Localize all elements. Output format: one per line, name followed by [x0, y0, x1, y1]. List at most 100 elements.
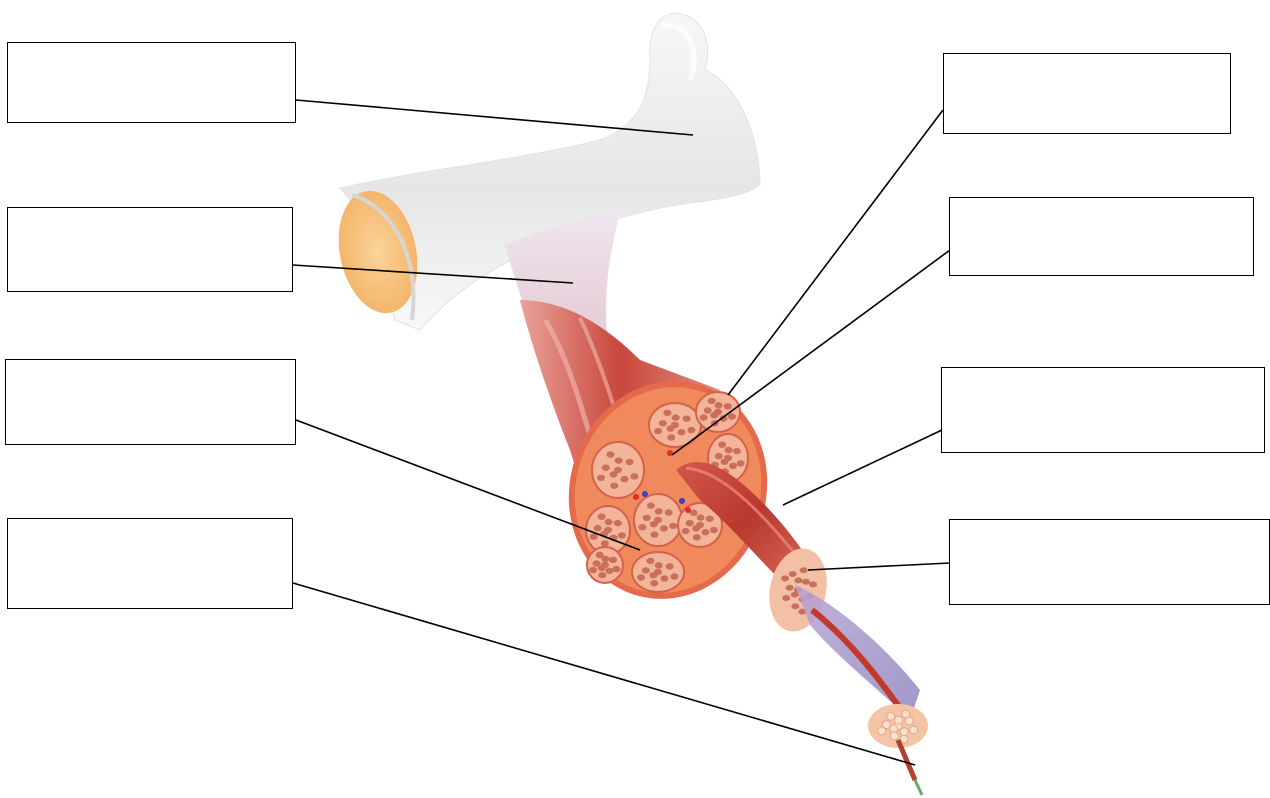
muscle-fiber-dot — [598, 572, 606, 578]
myofibril-dot — [902, 710, 910, 718]
muscle-fiber-dot — [718, 442, 726, 448]
muscle-fiber-dot — [612, 566, 620, 572]
muscle-fiber-dot — [597, 475, 605, 481]
myofibril-dot — [910, 726, 918, 734]
fiber-dot — [781, 575, 789, 581]
muscle-fiber-dot — [725, 447, 733, 453]
fiber-dot — [786, 585, 794, 591]
leader-line-muscle-fiber — [783, 430, 942, 505]
muscle-fiber-dot — [710, 527, 718, 533]
muscle-fiber-dot — [596, 552, 604, 558]
muscle-fiber-dot — [702, 529, 710, 535]
muscle-fiber-dot — [660, 525, 668, 531]
muscle-fiber-dot — [618, 532, 626, 538]
muscle-fiber-dot — [708, 398, 716, 404]
muscle-fiber-dot — [655, 508, 663, 514]
muscle-fiber-dot — [654, 428, 662, 434]
leader-line-perimysium — [808, 563, 950, 570]
muscle-fiber-dot — [686, 520, 694, 526]
myofibril-dot — [895, 716, 903, 724]
muscle-fiber-dot — [724, 403, 732, 409]
muscle-fiber-dot — [650, 572, 658, 578]
muscle-fiber-dot — [638, 524, 646, 530]
muscle-fiber-dot — [710, 412, 718, 418]
muscle-fiber-dot — [609, 557, 617, 563]
muscle-fiber-dot — [687, 427, 695, 433]
muscle-fiber-dot — [715, 402, 723, 408]
muscle-fiber-dot — [610, 471, 618, 477]
muscle-fiber-dot — [670, 573, 678, 579]
muscle-fiber-dot — [643, 515, 651, 521]
myofibril-dot — [900, 728, 908, 736]
fiber-dot — [791, 603, 799, 609]
muscle-fiber-dot — [672, 414, 680, 420]
muscle-fiber-dot — [606, 451, 614, 457]
fiber-dot — [782, 595, 790, 601]
label-box-fascicle[interactable] — [5, 359, 296, 445]
label-box-bone[interactable] — [7, 42, 296, 123]
muscle-fiber-dot — [682, 528, 690, 534]
muscle-fiber-dot — [637, 574, 645, 580]
muscle-fiber-dot — [650, 521, 658, 527]
label-box-epimysium[interactable] — [943, 53, 1231, 134]
muscle-fiber-dot — [692, 525, 700, 531]
muscle-fiber-dot — [605, 519, 613, 525]
muscle-fiber-dot — [733, 448, 741, 454]
muscle-fiber-dot — [683, 416, 691, 422]
muscle-fiber-dot — [594, 525, 602, 531]
muscle-fiber-dot — [661, 575, 669, 581]
fiber-dot — [789, 571, 797, 577]
muscle-fiber-dot — [598, 514, 606, 520]
muscle-fiber-dot — [646, 558, 654, 564]
label-box-tendon[interactable] — [7, 207, 293, 292]
muscle-fiber-dot — [615, 457, 623, 463]
muscle-fiber-dot — [669, 523, 677, 529]
muscle-fiber-dot — [593, 560, 601, 566]
label-box-muscle-fiber[interactable] — [941, 367, 1265, 453]
muscle-fiber-dot — [589, 567, 597, 573]
muscle-fiber-dot — [721, 459, 729, 465]
muscle-fiber-dot — [665, 509, 673, 515]
muscle-fiber-dot — [729, 463, 737, 469]
muscle-fiber-dot — [667, 434, 675, 440]
fiber-dot — [802, 579, 810, 585]
muscle-fiber-dot — [728, 413, 736, 419]
muscle-fiber-dot — [693, 534, 701, 540]
myofibril-dot — [878, 727, 886, 735]
muscle-fiber-dot — [655, 562, 663, 568]
label-box-blood-vessels[interactable] — [949, 197, 1254, 276]
muscle-fiber-dot — [642, 567, 650, 573]
muscle-fiber-dot — [590, 534, 598, 540]
muscle-fiber-dot — [630, 473, 638, 479]
myofibril — [898, 740, 922, 795]
muscle-fiber-dot — [659, 420, 667, 426]
label-box-perimysium[interactable] — [949, 519, 1270, 605]
muscle-fiber-dot — [667, 425, 675, 431]
muscle-fiber-dot — [700, 414, 708, 420]
muscle-fiber-dot — [650, 580, 658, 586]
muscle-fiber-dot — [621, 476, 629, 482]
muscle-fiber-dot — [678, 429, 686, 435]
muscle-fiber-dot — [666, 563, 674, 569]
fiber-dot — [795, 577, 803, 583]
fiber-dot — [791, 592, 799, 598]
muscle-fiber-dot — [737, 460, 745, 466]
muscle-fiber-dot — [606, 568, 614, 574]
fiber-dot — [800, 567, 808, 573]
muscle-fiber-dot — [715, 453, 723, 459]
muscle-fiber-dot — [706, 516, 714, 522]
muscle-fiber-dot — [697, 514, 705, 520]
muscle-fiber-dot — [614, 520, 622, 526]
myofibril-dot — [890, 732, 898, 740]
leader-line-blood-vessels — [672, 250, 950, 455]
muscle-fiber-dot — [601, 540, 609, 546]
label-box-myofibril[interactable] — [7, 518, 293, 609]
muscle-fiber-dot — [663, 410, 671, 416]
muscle-fiber-dot — [647, 502, 655, 508]
muscle-fiber-dot — [651, 531, 659, 537]
muscle-fiber-dot — [602, 465, 610, 471]
muscle-fiber-dot — [610, 483, 618, 489]
myofibril-dot — [887, 712, 895, 720]
fiber-dot — [809, 581, 817, 587]
muscle-fiber-dot — [704, 407, 712, 413]
